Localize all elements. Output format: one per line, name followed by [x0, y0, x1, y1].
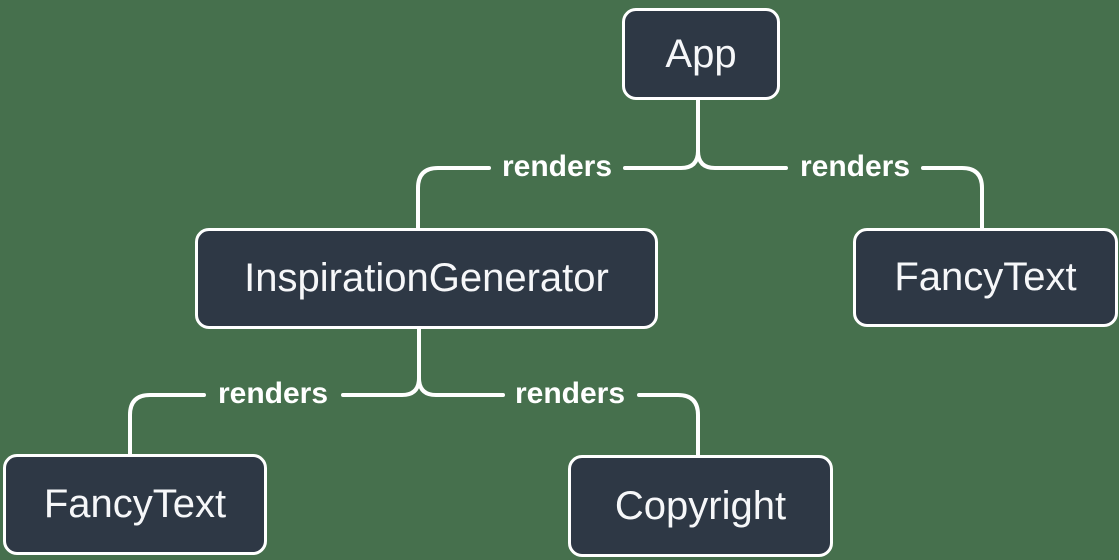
- node-copyright-label: Copyright: [614, 483, 787, 528]
- edge-inspiration-to-fancytext-b: [128, 393, 206, 456]
- node-fancy-text-top-label: FancyText: [894, 255, 1077, 299]
- node-fancy-text-top: FancyText: [853, 228, 1118, 327]
- node-fancy-text-bottom: FancyText: [3, 454, 267, 555]
- node-copyright: Copyright: [568, 455, 833, 557]
- edge-label-app-fancytext: renders: [799, 150, 911, 183]
- edge-label-inspiration-copyright: renders: [514, 377, 626, 410]
- node-app: App: [622, 8, 780, 100]
- edge-app-to-fancytext-a: [696, 149, 788, 170]
- edge-inspiration-to-fancytext-a: [341, 376, 421, 397]
- edge-app-to-fancytext-b: [921, 166, 984, 230]
- edge-label-inspiration-fancytext: renders: [217, 377, 329, 410]
- node-inspiration-generator-label: InspirationGenerator: [244, 256, 609, 300]
- edge-inspiration-to-copyright-b: [637, 393, 700, 457]
- node-app-label: App: [665, 31, 737, 76]
- edge-app-to-inspiration-a: [623, 149, 700, 170]
- edge-inspiration-to-copyright-a: [417, 376, 505, 397]
- edge-label-app-inspiration: renders: [501, 150, 613, 183]
- edge-app-to-inspiration-b: [416, 166, 491, 230]
- node-inspiration-generator: InspirationGenerator: [195, 228, 658, 329]
- node-fancy-text-bottom-label: FancyText: [43, 482, 227, 526]
